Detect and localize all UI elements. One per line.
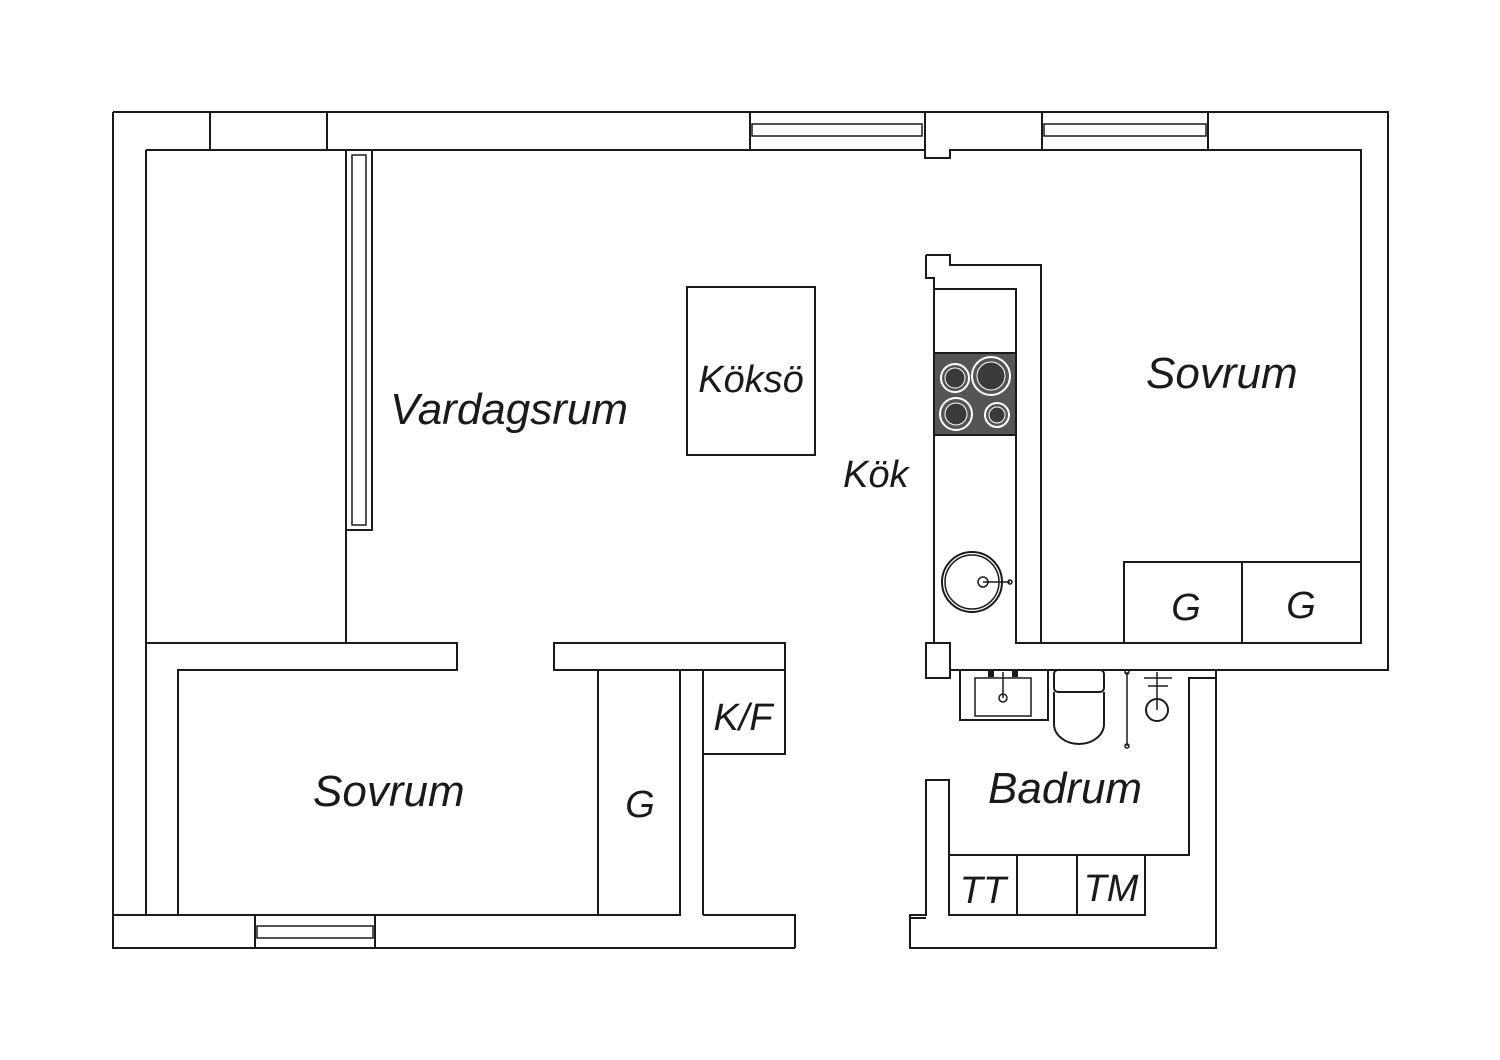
- window-interior: [345, 149, 373, 531]
- shower-icon: [1124, 669, 1172, 749]
- fridge-freezer: [702, 669, 786, 755]
- windows: [254, 111, 1209, 949]
- closet-label-right-1: G: [1171, 587, 1201, 629]
- washer-label: TM: [1084, 868, 1139, 910]
- dryer-label: TT: [960, 870, 1009, 912]
- toilet-icon: [1053, 669, 1105, 745]
- room-label-bedroom-right: Sovrum: [1146, 349, 1298, 398]
- closets-right: [1123, 561, 1362, 644]
- room-label-island: Köksö: [698, 359, 804, 401]
- room-label-bathroom: Badrum: [988, 764, 1142, 813]
- room-label-living: Vardagsrum: [390, 385, 628, 434]
- closet-left: [597, 669, 681, 916]
- closet-label-right-2: G: [1286, 585, 1316, 627]
- laundry-units: [948, 854, 1146, 916]
- window-top-2: [1041, 111, 1209, 151]
- bathroom-sink-icon: [959, 669, 1049, 721]
- fridge-freezer-label: K/F: [713, 697, 774, 739]
- closet-label-left: G: [625, 784, 655, 826]
- hob-icon: [933, 352, 1017, 436]
- outer-walls: [112, 111, 1389, 949]
- room-label-bedroom-left: Sovrum: [313, 767, 465, 816]
- sink-icon: [941, 551, 1013, 613]
- window-bottom: [254, 914, 376, 949]
- kitchen-island: [686, 286, 816, 456]
- window-top-1: [749, 111, 926, 151]
- room-label-kitchen: Kök: [843, 454, 910, 496]
